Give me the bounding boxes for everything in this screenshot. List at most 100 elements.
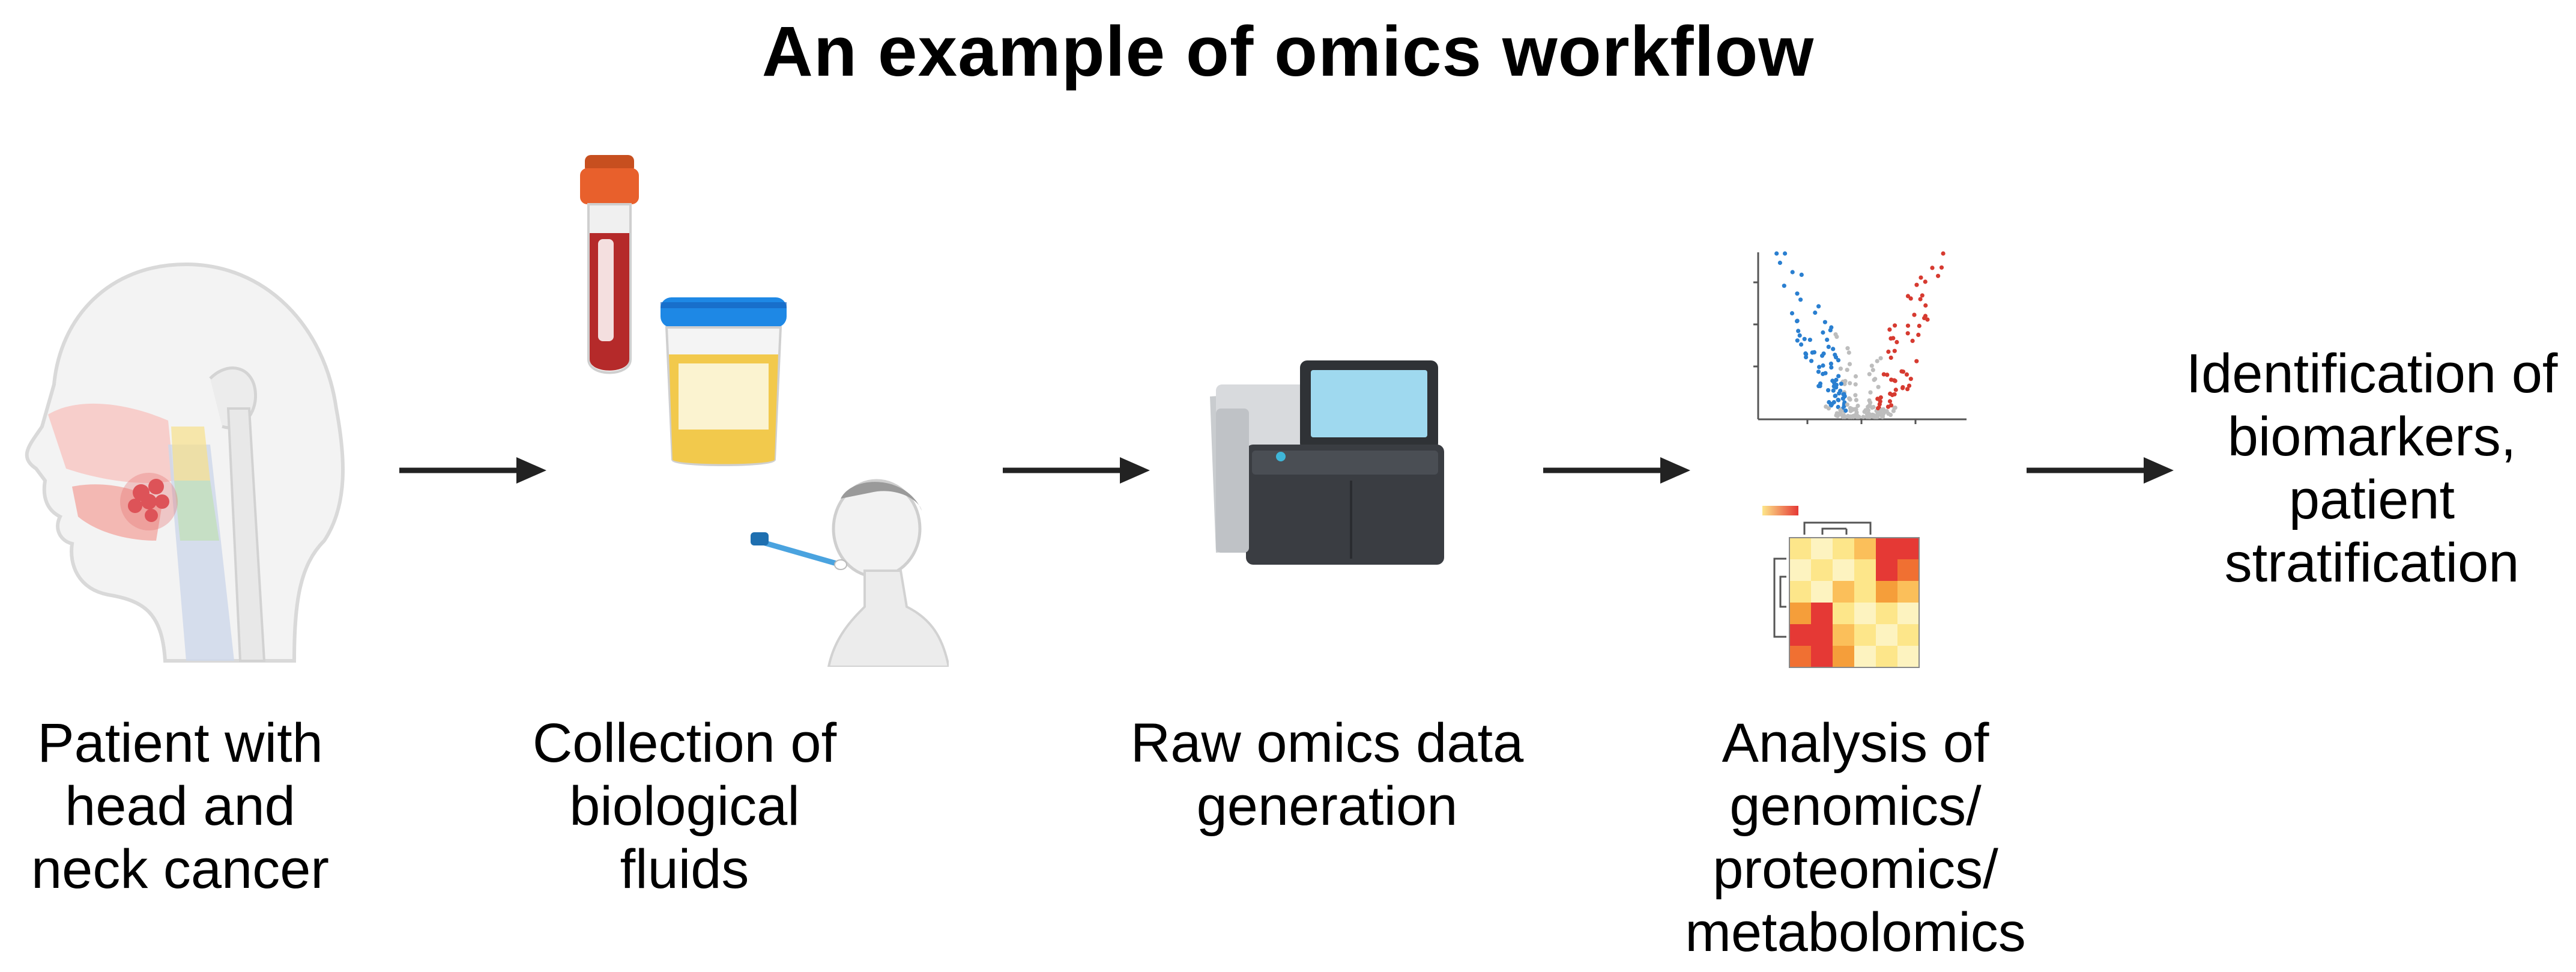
volcano-point (1825, 338, 1830, 342)
volcano-point (1810, 350, 1815, 355)
heatmap-cell (1811, 581, 1833, 603)
label-line: fluids (620, 839, 749, 900)
volcano-point (1799, 342, 1804, 347)
volcano-point (1809, 359, 1814, 363)
volcano-point (1892, 348, 1897, 353)
volcano-point (1829, 403, 1834, 408)
volcano-point (1841, 392, 1846, 396)
volcano-point (1854, 398, 1858, 402)
volcano-point (1918, 297, 1923, 302)
volcano-point (1802, 336, 1807, 341)
volcano-point (1836, 374, 1841, 378)
label-line: patient (2288, 469, 2455, 530)
volcano-point (1881, 372, 1886, 377)
volcano-point (1914, 282, 1919, 287)
volcano-point (1912, 312, 1917, 317)
heatmap-cell (1854, 603, 1876, 624)
heatmap-cell (1833, 603, 1854, 624)
heatmap-cell (1811, 538, 1833, 559)
volcano-point (1853, 374, 1858, 379)
volcano-point (1826, 388, 1831, 393)
volcano-point (1821, 371, 1825, 377)
volcano-point (1797, 333, 1802, 338)
heatmap-cell (1811, 646, 1833, 667)
volcano-point (1941, 251, 1946, 256)
volcano-point (1869, 363, 1874, 368)
volcano-point (1908, 377, 1913, 381)
step-label-identification: Identification of biomarkers, patient st… (2174, 342, 2570, 595)
volcano-point (1855, 403, 1860, 409)
diagram-title: An example of omics workflow (761, 12, 1815, 91)
label-line: generation (1196, 776, 1458, 837)
volcano-point (1894, 339, 1899, 345)
volcano-point (1838, 389, 1843, 393)
heatmap-cell (1897, 624, 1919, 646)
volcano-point (1868, 400, 1873, 405)
volcano-point (1829, 325, 1834, 330)
volcano-point (1853, 393, 1858, 398)
volcano-point (1930, 266, 1935, 270)
volcano-point (1848, 406, 1852, 410)
volcano-point (1851, 415, 1856, 419)
label-line: Raw omics data (1130, 712, 1524, 774)
volcano-point (1816, 384, 1821, 389)
volcano-point (1906, 383, 1912, 388)
volcano-point (1900, 369, 1906, 374)
heatmap-icon (1762, 506, 1920, 668)
heatmap-cell (1833, 559, 1854, 581)
heatmap-cell (1833, 581, 1854, 603)
volcano-point (1804, 352, 1809, 357)
volcano-point (1887, 399, 1893, 404)
volcano-point (1822, 320, 1827, 324)
volcano-point (1888, 355, 1893, 360)
volcano-point (1816, 304, 1821, 309)
volcano-point (1886, 349, 1891, 354)
volcano-point (1923, 279, 1927, 284)
heatmap-cell (1876, 538, 1897, 559)
heatmap-border (1789, 537, 1920, 668)
heatmap-cell (1789, 646, 1811, 667)
volcano-point (1905, 294, 1911, 299)
volcano-point (1866, 408, 1871, 413)
volcano-point (1831, 399, 1836, 405)
volcano-point (1834, 335, 1839, 339)
heatmap-cell (1897, 559, 1919, 581)
volcano-point (1893, 378, 1897, 383)
label-line: genomics/ (1729, 776, 1982, 837)
volcano-point (1795, 318, 1800, 323)
label-line: Patient with (37, 712, 323, 774)
heatmap-cell (1897, 538, 1919, 559)
volcano-point (1875, 396, 1880, 401)
blood-tube-icon (580, 155, 639, 374)
label-line: proteomics/ (1713, 839, 1998, 900)
volcano-point (1842, 404, 1846, 409)
volcano-point (1774, 251, 1779, 256)
volcano-point (1888, 403, 1894, 408)
volcano-point (1878, 410, 1883, 415)
volcano-point (1905, 323, 1911, 328)
saliva-swab-icon (751, 479, 949, 667)
heatmap-cell (1789, 581, 1811, 603)
arrow-3 (1543, 457, 1690, 484)
volcano-point (1845, 402, 1849, 407)
heatmap-cell (1811, 603, 1833, 624)
volcano-point (1829, 365, 1834, 370)
volcano-point (1821, 330, 1825, 335)
volcano-point (1817, 365, 1822, 369)
volcano-point (1904, 372, 1909, 377)
volcano-point (1891, 409, 1896, 413)
label-line: Collection of (532, 712, 837, 774)
volcano-point (1936, 273, 1941, 278)
volcano-point (1900, 385, 1905, 390)
volcano-point (1847, 362, 1852, 366)
volcano-point (1799, 272, 1804, 277)
volcano-point (1878, 399, 1882, 404)
arrow-2 (1003, 457, 1150, 484)
label-line: stratification (2224, 532, 2520, 594)
volcano-point (1839, 412, 1843, 417)
volcano-point (1905, 331, 1910, 336)
volcano-point (1790, 270, 1795, 275)
step-label-analysis: Analysis of genomics/ proteomics/ metabo… (1645, 712, 2066, 964)
volcano-point (1922, 315, 1927, 321)
volcano-point (1798, 297, 1803, 302)
